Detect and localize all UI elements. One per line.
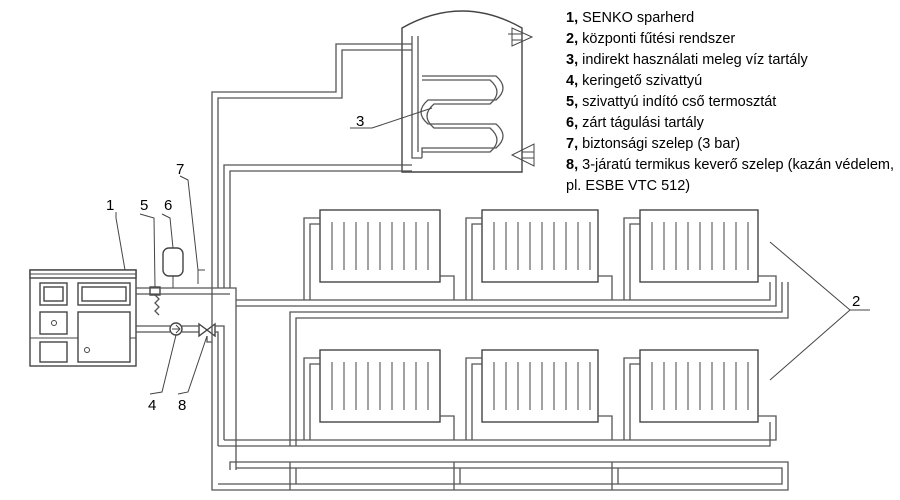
callout-5: 5 <box>140 197 148 214</box>
legend-item-1: 1, SENKO sparherd <box>566 8 896 29</box>
hot-water-tank <box>401 10 535 173</box>
radiators <box>319 209 759 423</box>
legend-text: szivattyú indító cső termosztát <box>582 94 777 110</box>
radiator-upper-2 <box>481 209 599 283</box>
legend-text: keringető szivattyú <box>582 73 703 89</box>
legend-number: 6, <box>566 115 579 131</box>
heating-pipework <box>211 217 789 491</box>
callout-6: 6 <box>164 197 172 214</box>
legend-item-4: 4, keringető szivattyú <box>566 71 896 92</box>
callout-2: 2 <box>852 293 860 310</box>
legend-number: 3, <box>566 52 579 68</box>
legend-item-5: 5, szivattyú indító cső termosztát <box>566 92 896 113</box>
legend-number: 2, <box>566 31 579 47</box>
legend-text: 3-járatú termikus keverő szelep (kazán v… <box>566 157 895 194</box>
legend-item-3: 3, indirekt használati meleg víz tartály <box>566 50 896 71</box>
callout-8: 8 <box>178 397 186 414</box>
legend-item-8: 8, 3-járatú termikus keverő szelep (kazá… <box>566 155 896 197</box>
callout-3: 3 <box>356 113 364 130</box>
legend-number: 7, <box>566 136 579 152</box>
legend-number: 1, <box>566 10 579 26</box>
radiator-upper-3 <box>639 209 759 283</box>
legend-item-7: 7, biztonsági szelep (3 bar) <box>566 134 896 155</box>
legend-number: 5, <box>566 94 579 110</box>
callout-4: 4 <box>148 397 156 414</box>
tank-pipes <box>211 43 412 288</box>
legend: 1, SENKO sparherd 2, központi fűtési ren… <box>566 8 896 197</box>
radiator-upper-1 <box>319 209 441 283</box>
hot-water-outlet-arrow <box>508 27 534 47</box>
callout-1: 1 <box>106 197 114 214</box>
callout-7: 7 <box>176 161 184 178</box>
callout-leaders <box>115 107 870 395</box>
legend-text: központi fűtési rendszer <box>582 31 736 47</box>
boiler-components <box>136 247 237 470</box>
legend-number: 4, <box>566 73 579 89</box>
expansion-tank <box>162 247 184 288</box>
radiator-lower-2 <box>481 349 599 423</box>
safety-valve <box>197 269 205 284</box>
legend-text: biztonsági szelep (3 bar) <box>582 136 741 152</box>
legend-text: indirekt használati meleg víz tartály <box>582 52 808 68</box>
cold-water-inlet-arrow <box>510 143 535 167</box>
legend-text: zárt tágulási tartály <box>582 115 704 131</box>
legend-number: 8, <box>566 157 579 173</box>
legend-text: SENKO sparherd <box>582 10 695 26</box>
legend-item-2: 2, központi fűtési rendszer <box>566 29 896 50</box>
mixing-valve <box>198 322 216 338</box>
radiator-lower-3 <box>639 349 759 423</box>
radiator-lower-1 <box>319 349 441 423</box>
legend-item-6: 6, zárt tágulási tartály <box>566 113 896 134</box>
senko-cooker <box>29 269 137 367</box>
